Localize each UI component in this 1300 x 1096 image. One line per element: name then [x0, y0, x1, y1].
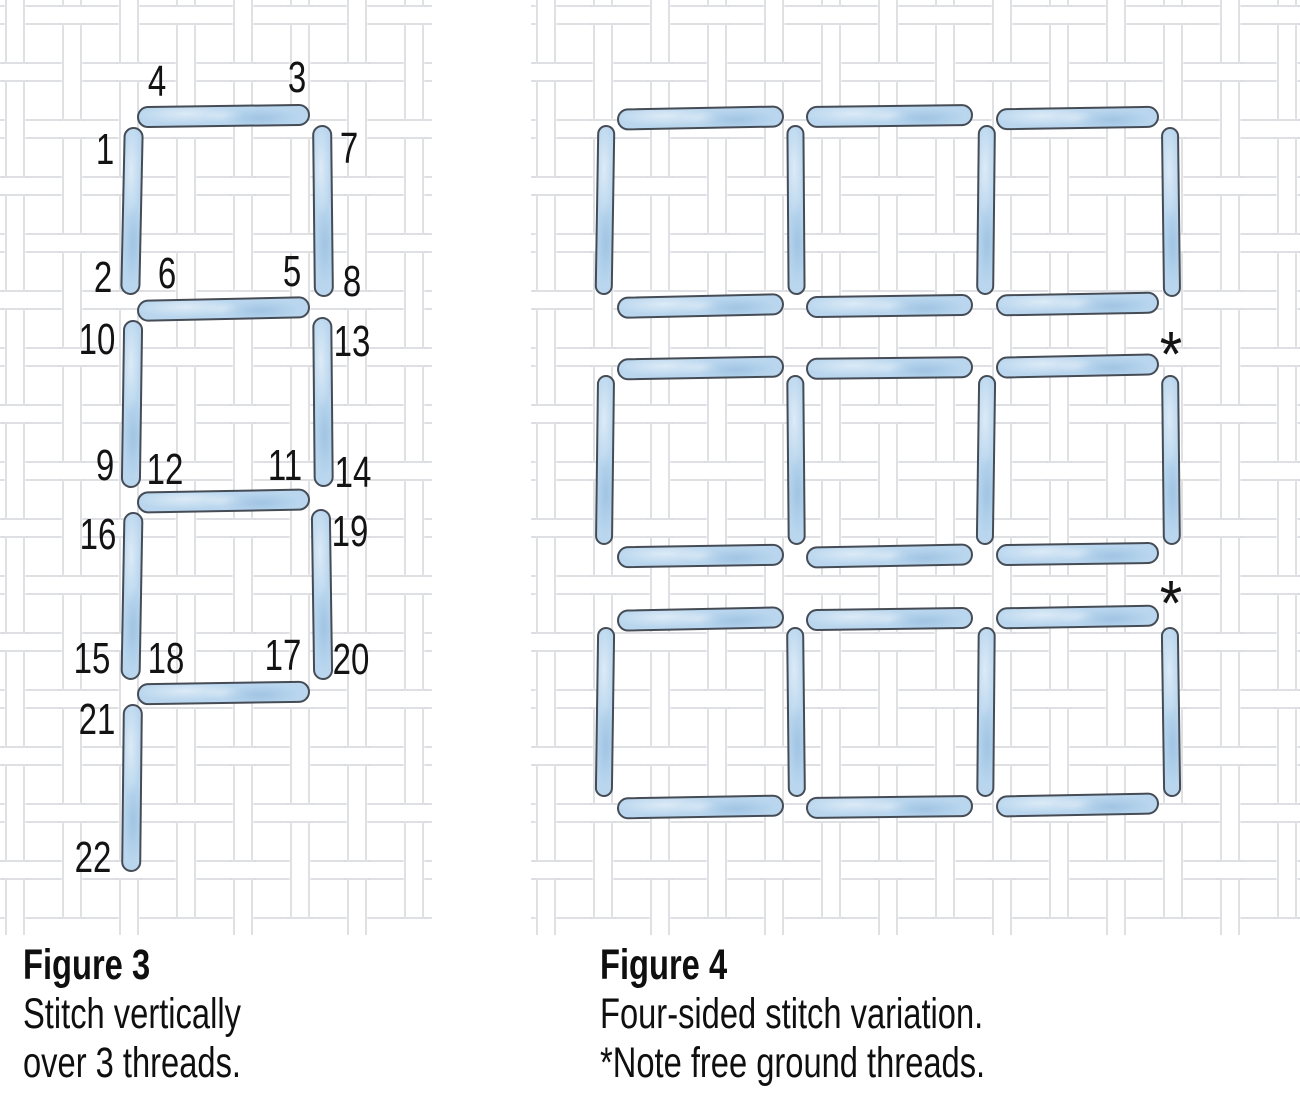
- stitch-number: 14: [334, 448, 372, 497]
- stitch-number: 6: [157, 249, 177, 298]
- stitch-number: 18: [147, 634, 185, 683]
- stitch-bar-horizontal: [805, 356, 974, 380]
- caption-line: *Note free ground threads.: [600, 1039, 986, 1087]
- stitch-bar-horizontal: [805, 794, 974, 820]
- figure4-caption: Figure 4 Four-sided stitch variation.*No…: [600, 941, 985, 1088]
- stitch-number: 16: [79, 510, 117, 559]
- stitch-bar-horizontal: [995, 353, 1160, 379]
- stitch-number: 8: [342, 257, 362, 306]
- stitch-bar-horizontal: [616, 794, 785, 820]
- stitch-bar-horizontal: [995, 792, 1160, 818]
- stitch-number: 20: [332, 635, 370, 684]
- stitch-bar-horizontal: [805, 103, 974, 129]
- stitch-bar-vertical: [1161, 374, 1181, 546]
- stitch-bar-vertical: [786, 374, 806, 546]
- stitch-number: 5: [282, 247, 302, 296]
- stitch-bar-horizontal: [995, 604, 1160, 630]
- figure4-caption-title: Figure 4: [600, 941, 728, 989]
- stitch-number: 15: [73, 634, 111, 683]
- stitch-number: 9: [95, 441, 115, 490]
- stitch-number: 13: [333, 317, 371, 366]
- stitch-number: 10: [78, 315, 116, 364]
- figure4-caption-lines: Four-sided stitch variation.*Note free g…: [600, 990, 985, 1088]
- stitch-bar-vertical: [786, 626, 806, 798]
- stitch-number: 1: [95, 125, 115, 174]
- caption-line: Stitch vertically: [23, 990, 241, 1038]
- figure3-caption-title: Figure 3: [23, 941, 151, 989]
- stitch-bar-horizontal: [805, 293, 974, 319]
- free-ground-threads-asterisk: *: [1159, 317, 1183, 390]
- caption-line: Four-sided stitch variation.: [600, 990, 984, 1038]
- stitch-number: 22: [74, 833, 112, 882]
- stitch-bar-vertical: [310, 508, 334, 681]
- stitch-bar-vertical: [594, 374, 616, 546]
- stitch-bar-horizontal: [995, 291, 1160, 317]
- stitch-bar-vertical: [312, 124, 334, 298]
- stitch-bar-vertical: [976, 124, 996, 296]
- stitch-number: 19: [331, 507, 369, 556]
- stitch-bar-vertical: [120, 319, 144, 489]
- stitch-bar-horizontal: [616, 543, 785, 569]
- stitch-number: 21: [78, 695, 116, 744]
- stitch-bar-horizontal: [805, 606, 974, 632]
- stitch-bar-vertical: [975, 374, 997, 546]
- stitch-bar-horizontal: [616, 105, 785, 131]
- stitch-bar-vertical: [594, 124, 616, 296]
- figure3-fabric-background: [0, 0, 432, 935]
- stitch-bar-horizontal: [616, 606, 785, 632]
- stitch-number: 12: [146, 445, 184, 494]
- stitch-bar-horizontal: [995, 105, 1160, 131]
- stitch-number: 4: [147, 57, 167, 106]
- stitch-bar-horizontal: [805, 543, 974, 569]
- stitch-bar-vertical: [1160, 626, 1182, 798]
- stitch-number: 3: [287, 53, 307, 102]
- stitch-bar-horizontal: [136, 103, 311, 129]
- stitch-bar-vertical: [1160, 126, 1182, 298]
- stitch-bar-vertical: [120, 126, 144, 296]
- free-ground-threads-asterisk: *: [1159, 566, 1183, 639]
- stitch-bar-vertical: [786, 124, 806, 296]
- stitch-number: 2: [93, 253, 113, 302]
- stitch-bar-horizontal: [136, 680, 311, 706]
- stitch-number: 17: [264, 631, 302, 680]
- caption-line: over 3 threads.: [23, 1039, 241, 1087]
- stitch-bar-vertical: [120, 511, 144, 681]
- stitch-bar-vertical: [121, 703, 143, 873]
- stitch-bar-vertical: [976, 626, 996, 798]
- stitch-bar-horizontal: [616, 293, 785, 319]
- stitch-bar-vertical: [594, 626, 616, 798]
- stitch-bar-horizontal: [616, 355, 785, 381]
- stitch-number: 11: [267, 441, 303, 490]
- stitch-bar-horizontal: [995, 541, 1160, 567]
- stitch-bar-horizontal: [136, 296, 311, 322]
- stitch-number: 7: [339, 124, 359, 173]
- stitch-bar-vertical: [312, 316, 334, 488]
